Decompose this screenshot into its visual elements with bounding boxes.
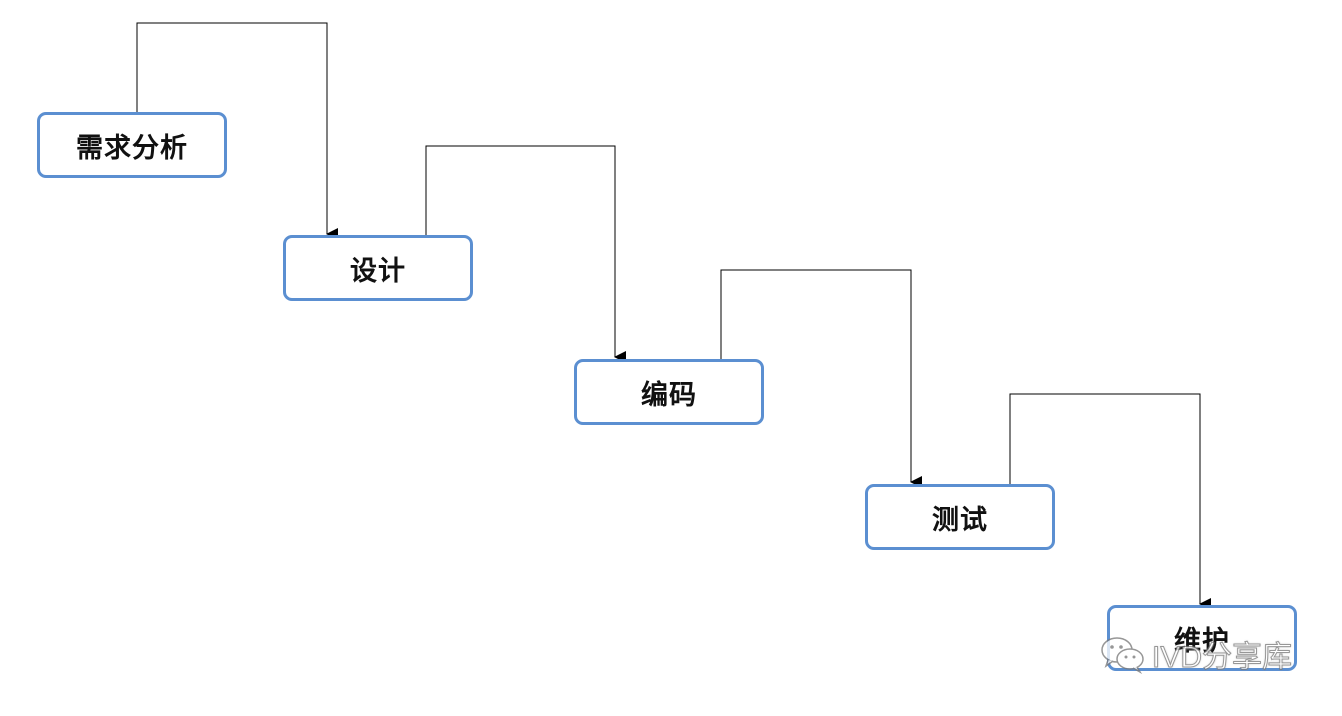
- stage-box-maintenance: 维护: [1107, 605, 1297, 671]
- stage-label: 需求分析: [76, 132, 188, 164]
- stage-label: 设计: [350, 255, 406, 287]
- connector-arrow-1: [136, 22, 338, 240]
- stage-box-coding: 编码: [574, 359, 764, 425]
- stage-label: 编码: [641, 379, 697, 411]
- stage-box-testing: 测试: [865, 484, 1055, 550]
- connector-arrow-4: [1009, 393, 1211, 610]
- watermark-text: IVD分享库: [1151, 641, 1293, 675]
- watermark: IVD分享库: [1100, 624, 1300, 684]
- connector-arrow-3: [720, 269, 922, 488]
- connector-arrow-2: [425, 145, 626, 363]
- stage-box-design: 设计: [283, 235, 473, 301]
- stage-label: 测试: [932, 504, 988, 536]
- stage-label: 维护: [1174, 625, 1230, 657]
- stage-box-requirements-analysis: 需求分析: [37, 112, 227, 178]
- wechat-icon: [1101, 637, 1144, 674]
